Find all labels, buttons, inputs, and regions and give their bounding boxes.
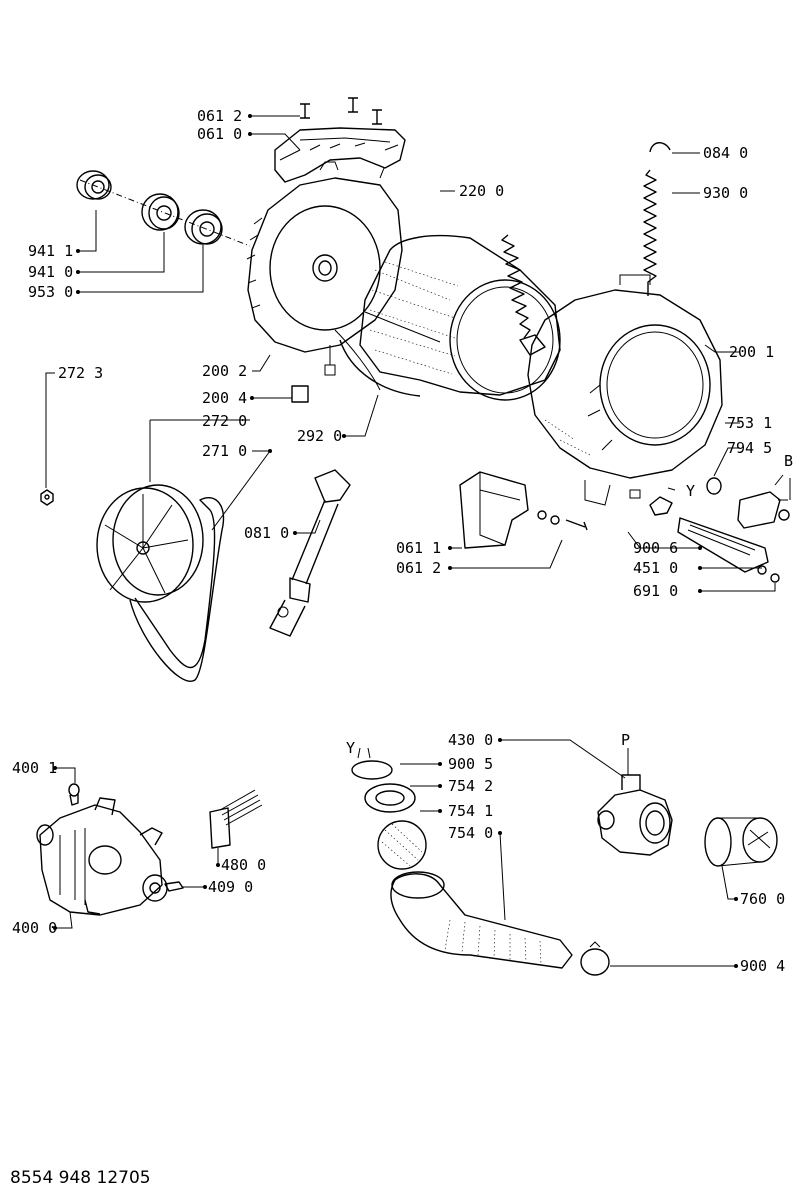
motor-plug [164,881,184,892]
label-061-1: 061 1 [396,539,441,557]
leader-end-dots [53,114,738,968]
front-tub-half [527,274,723,506]
pump-filter [704,817,778,867]
label-061-2-top: 061 2 [197,107,242,125]
label-753-1: 753 1 [727,414,772,432]
spring-hook [649,142,671,153]
label-400-0: 400 0 [12,919,57,937]
label-409-0: 409 0 [208,878,253,896]
label-200-2: 200 2 [202,362,247,380]
label-B: B [784,452,793,470]
label-430-0: 430 0 [448,731,493,749]
label-061-2-bottom: 061 2 [396,559,441,577]
label-754-0: 754 0 [448,824,493,842]
label-930-0: 930 0 [703,184,748,202]
hose-clamp [580,941,610,976]
label-292-0: 292 0 [297,427,342,445]
label-272-3: 272 3 [58,364,103,382]
clip-part [291,385,309,403]
label-760-0: 760 0 [740,890,785,908]
leader-lines [45,115,791,967]
rear-tub-half [246,161,403,391]
screws-top [300,97,382,125]
sump-ring-arrow [357,747,371,759]
label-953-0: 953 0 [28,283,73,301]
carbon-brush [68,783,80,806]
label-900-6: 900 6 [633,539,678,557]
sump-hose [351,760,573,969]
counterweight-bracket [274,127,406,183]
label-941-0: 941 0 [28,263,73,281]
heating-element [649,496,780,583]
label-400-1: 400 1 [12,759,57,777]
label-200-1: 200 1 [729,343,774,361]
suspension-springs [501,169,657,356]
drum [359,234,561,401]
pulley-nut [40,489,54,506]
motor [36,797,168,916]
label-220-0: 220 0 [459,182,504,200]
shock-absorber [269,469,351,637]
drive-belt [129,497,225,682]
label-754-2: 754 2 [448,777,493,795]
label-271-0: 271 0 [202,442,247,460]
label-081-0: 081 0 [244,524,289,542]
part-labels: 061 2 061 0 084 0 220 0 930 0 941 1 941 … [12,107,793,975]
label-200-4: 200 4 [202,389,247,407]
pulley [96,484,204,603]
bracket-and-screws [459,471,588,549]
label-Y-sump: Y [346,739,355,757]
label-941-1: 941 1 [28,242,73,260]
label-691-0: 691 0 [633,582,678,600]
drain-pump [597,774,673,856]
label-Y-heater: Y [686,482,695,500]
tub-seal-band [339,339,421,397]
label-794-5: 794 5 [727,439,772,457]
label-451-0: 451 0 [633,559,678,577]
thermostat-part [706,477,722,495]
bearings [76,170,251,247]
label-272-0: 272 0 [202,412,247,430]
label-061-0: 061 0 [197,125,242,143]
label-P: P [621,731,630,749]
label-900-5: 900 5 [448,755,493,773]
label-754-1: 754 1 [448,802,493,820]
document-number: 8554 948 12705 [10,1168,151,1188]
wire-connector [209,789,263,849]
label-480-0: 480 0 [221,856,266,874]
label-900-4: 900 4 [740,957,785,975]
label-084-0: 084 0 [703,144,748,162]
thermistor-connector [737,474,790,529]
